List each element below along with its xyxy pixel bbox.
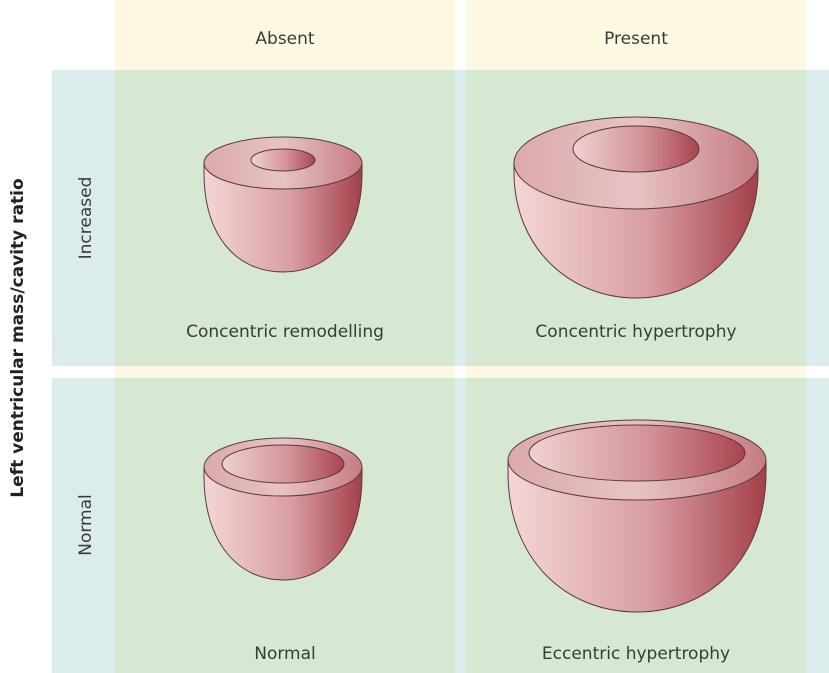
caption-concentric-remodelling: Concentric remodelling	[115, 318, 455, 346]
caption-normal: Normal	[115, 640, 455, 668]
row-label-increased: Increased	[76, 177, 96, 260]
cell-eccentric-hypertrophy	[466, 378, 806, 673]
caption-eccentric-hypertrophy: Eccentric hypertrophy	[466, 640, 806, 668]
row-label-normal: Normal	[76, 494, 96, 556]
axis-title: Left ventricular mass/cavity ratio	[8, 178, 28, 497]
column-header-absent: Absent	[115, 24, 455, 54]
column-header-present: Present	[466, 24, 806, 54]
caption-concentric-hypertrophy: Concentric hypertrophy	[466, 318, 806, 346]
cell-normal	[115, 378, 455, 673]
